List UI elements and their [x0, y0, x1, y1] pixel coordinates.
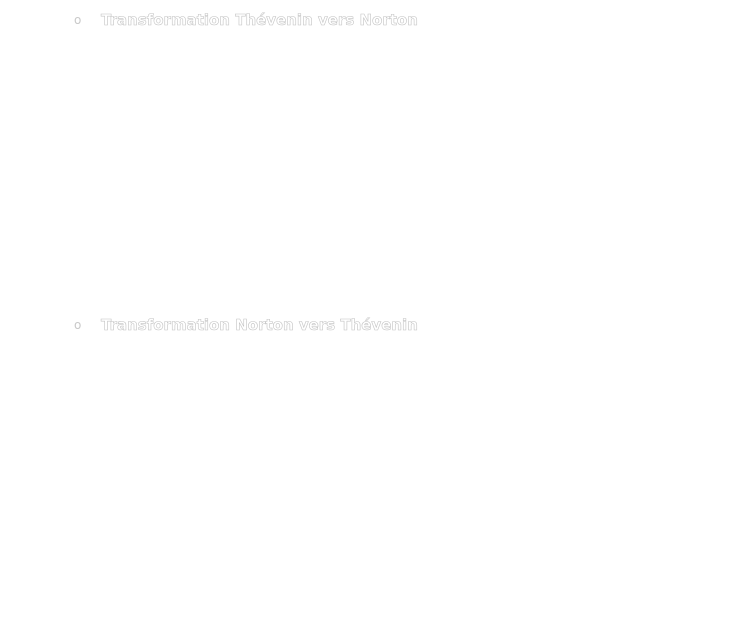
- list-item-thevenin-to-norton: o Transformation Thévenin vers Norton: [74, 8, 418, 32]
- list-item-norton-to-thevenin: o Transformation Norton vers Thévenin: [74, 313, 418, 337]
- list-item-text: Transformation Thévenin vers Norton: [101, 11, 418, 30]
- list-item-text: Transformation Norton vers Thévenin: [101, 316, 418, 335]
- circle-bullet-icon: o: [74, 13, 82, 27]
- circle-bullet-icon: o: [74, 318, 82, 332]
